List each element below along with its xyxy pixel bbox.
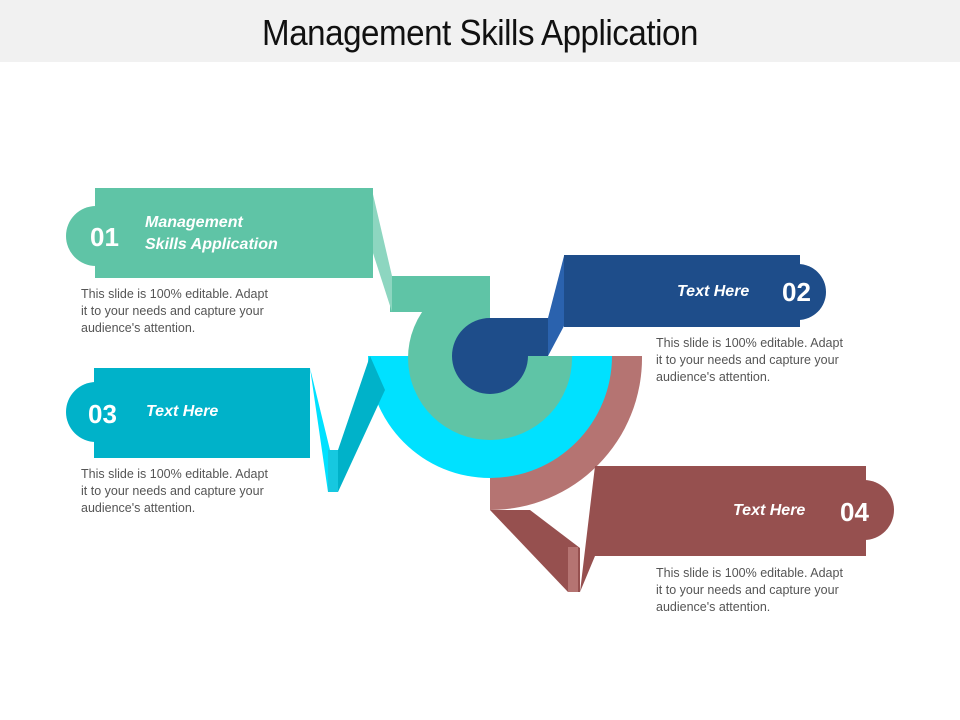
desc-line: it to your needs and capture your <box>81 484 264 498</box>
desc-line: This slide is 100% editable. Adapt <box>81 467 268 481</box>
item-description-03: This slide is 100% editable. Adapt it to… <box>81 466 311 517</box>
desc-line: audience's attention. <box>656 370 771 384</box>
desc-line: This slide is 100% editable. Adapt <box>656 566 843 580</box>
banner-01 <box>66 188 373 278</box>
desc-line: This slide is 100% editable. Adapt <box>656 336 843 350</box>
item-number-03: 03 <box>88 399 117 429</box>
item-label-01-line1: Management <box>145 214 243 231</box>
connector-02 <box>548 256 564 356</box>
connector-01 <box>372 190 392 312</box>
desc-line: audience's attention. <box>81 321 196 335</box>
banner-03 <box>66 368 310 458</box>
connector-04 <box>490 510 580 592</box>
item-label-01-line2: Skills Application <box>145 236 278 253</box>
item-description-04: This slide is 100% editable. Adapt it to… <box>656 565 886 616</box>
desc-line: it to your needs and capture your <box>656 583 839 597</box>
item-number-04: 04 <box>840 497 869 527</box>
item-label-03: Text Here <box>146 403 219 420</box>
title-bar: Management Skills Application <box>0 0 960 62</box>
banner-02 <box>564 255 826 327</box>
item-description-02: This slide is 100% editable. Adapt it to… <box>656 335 886 386</box>
item-number-01: 01 <box>90 222 119 252</box>
item-label-01: Management Skills Application <box>145 212 278 256</box>
item-label-04: Text Here <box>733 502 806 519</box>
desc-line: audience's attention. <box>81 501 196 515</box>
item-number-02: 02 <box>782 277 811 307</box>
connector-03 <box>338 356 385 492</box>
item-description-01: This slide is 100% editable. Adapt it to… <box>81 286 311 337</box>
item-label-02: Text Here <box>677 283 750 300</box>
desc-line: This slide is 100% editable. Adapt <box>81 287 268 301</box>
desc-line: it to your needs and capture your <box>81 304 264 318</box>
banner-04 <box>580 466 894 592</box>
arc-02 <box>452 318 548 394</box>
desc-line: audience's attention. <box>656 600 771 614</box>
page-title: Management Skills Application <box>262 12 698 53</box>
desc-line: it to your needs and capture your <box>656 353 839 367</box>
